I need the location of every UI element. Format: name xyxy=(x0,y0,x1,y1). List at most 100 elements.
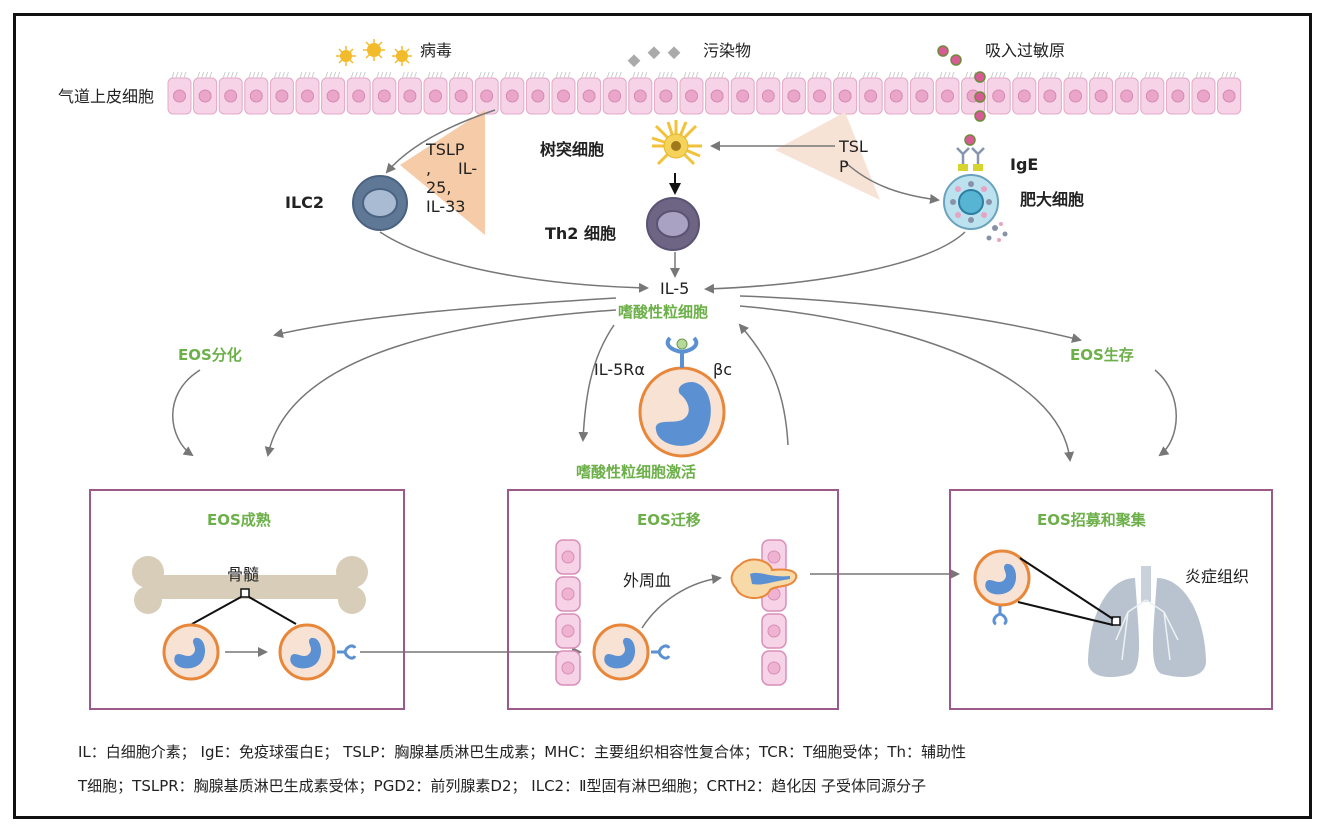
epithelial-cell xyxy=(1191,71,1216,115)
eosinophil-label: 嗜酸性粒细胞 xyxy=(618,303,709,321)
epithelial-cell xyxy=(500,71,525,115)
arrow-tslp-to-mast xyxy=(844,161,940,204)
epithelial-cell xyxy=(525,71,550,115)
il5-receptor-icon xyxy=(665,336,699,368)
epithelial-cell xyxy=(756,71,781,115)
epithelial-cell xyxy=(1012,71,1037,115)
tslp-wedge-left xyxy=(400,110,485,235)
th2-cell-label: Th2 细胞 xyxy=(545,224,617,243)
mast-cell-label: 肥大细胞 xyxy=(1020,190,1085,209)
tslp-left-line-1: TSLP xyxy=(426,140,465,159)
beta-c-label: βc xyxy=(713,360,733,379)
tslp-right-line-1: TSL xyxy=(839,137,868,156)
eosinophil-center-icon xyxy=(638,366,726,458)
bone-marrow-label: 骨髓 xyxy=(227,565,260,584)
epithelial-cell xyxy=(1165,71,1190,115)
epithelial-cell xyxy=(653,71,678,115)
epithelial-cell xyxy=(577,71,602,115)
eos-survival-label: EOS生存 xyxy=(1070,346,1134,364)
epithelial-cell xyxy=(884,71,909,115)
epithelial-cell xyxy=(321,71,346,115)
epithelial-cell xyxy=(449,71,474,115)
tslp-right-line-2: P xyxy=(839,157,849,176)
pollutant-icon xyxy=(627,46,681,68)
dendritic-cell-icon xyxy=(651,120,702,166)
tslp-left-line-2b: IL- xyxy=(458,159,478,178)
epithelial-cell xyxy=(218,71,243,115)
trigger-pollutant-label: 污染物 xyxy=(703,41,752,60)
epithelial-cell xyxy=(372,71,397,115)
epithelial-cell xyxy=(193,71,218,115)
legend-line-1: IL：白细胞介素； IgE：免疫球蛋白E； TSLP：胸腺基质淋巴生成素；MHC… xyxy=(78,743,967,761)
arrow-extravasation xyxy=(641,574,722,629)
epithelial-cell xyxy=(1037,71,1062,115)
ige-label: IgE xyxy=(1010,155,1039,174)
epithelial-cell xyxy=(628,71,653,115)
epithelial-cell xyxy=(858,71,883,115)
marrow-zoom-marker xyxy=(240,588,250,598)
tissue-zoom-lines xyxy=(1017,557,1114,626)
tslp-left-line-4: IL-33 xyxy=(426,197,466,216)
box-title: EOS成熟 xyxy=(207,511,271,529)
box-eos-recruitment: EOS招募和聚集 炎症组织 xyxy=(949,489,1273,710)
virus-icon xyxy=(336,39,412,66)
airway-epithelium xyxy=(167,71,1242,115)
epithelial-cell xyxy=(397,71,422,115)
trigger-allergen-label: 吸入过敏原 xyxy=(985,41,1066,60)
mast-cell-icon xyxy=(943,174,1008,242)
dendritic-cell-label: 树突细胞 xyxy=(540,140,605,159)
arrow-to-activation xyxy=(578,324,615,442)
arrow-differentiation-to-maturation xyxy=(172,369,201,457)
allergen-icon xyxy=(937,45,986,122)
lungs-icon xyxy=(1087,566,1207,678)
epithelial-cell xyxy=(602,71,627,115)
epithelial-cell xyxy=(1089,71,1114,115)
tslp-wedge-right xyxy=(775,112,880,200)
epithelial-cell xyxy=(705,71,730,115)
epithelial-cell xyxy=(167,71,192,115)
epithelial-cell xyxy=(833,71,858,115)
arrow-to-recruitment xyxy=(739,305,1075,462)
zoom-lines xyxy=(191,596,297,625)
arrow-tslp-to-ilc2 xyxy=(385,109,496,174)
transmigrating-eos-icon xyxy=(730,558,798,599)
epithelial-cell xyxy=(935,71,960,115)
eosinophil-activation-label: 嗜酸性粒细胞激活 xyxy=(576,463,697,481)
epithelial-cell xyxy=(730,71,755,115)
peripheral-blood-label: 外周血 xyxy=(623,571,672,590)
epithelial-cell xyxy=(1217,71,1242,115)
trigger-virus-label: 病毒 xyxy=(420,41,453,60)
box-title: EOS迁移 xyxy=(637,511,701,529)
arrow-to-differentiation xyxy=(273,297,617,339)
epithelial-cell xyxy=(1140,71,1165,115)
epithelial-cell xyxy=(1114,71,1139,115)
arrow-ilc2-to-il5 xyxy=(379,231,649,293)
arrow-activation-feedback xyxy=(738,323,789,446)
epithelial-cell xyxy=(986,71,1011,115)
tslp-left-line-3: 25, xyxy=(426,178,452,197)
box-eos-maturation: EOS成熟 骨髓 xyxy=(89,489,405,710)
il5-label: IL-5 xyxy=(660,279,690,298)
tslp-left-label: TSLP ,IL- 25, IL-33 xyxy=(426,140,477,216)
eos-differentiation-label: EOS分化 xyxy=(178,346,242,364)
ige-receptor-icon xyxy=(956,134,985,171)
ilc2-cell-icon xyxy=(352,175,408,231)
epithelial-cell xyxy=(346,71,371,115)
tissue-zoom-marker xyxy=(1111,616,1121,626)
epithelial-cell xyxy=(551,71,576,115)
arrow-to-survival xyxy=(739,295,1082,343)
il5r-alpha-label: IL-5Rα xyxy=(594,360,645,379)
epithelial-cell xyxy=(909,71,934,115)
epithelial-cell xyxy=(679,71,704,115)
tslp-right-label: TSL P xyxy=(839,137,868,177)
arrow-mast-to-il5 xyxy=(704,231,966,294)
inflamed-tissue-label: 炎症组织 xyxy=(1185,567,1250,586)
epithelial-cell xyxy=(1063,71,1088,115)
legend-line-2: T细胞；TSLPR：胸腺基质淋巴生成素受体；PGD2：前列腺素D2； ILC2：… xyxy=(78,777,927,795)
epithelial-cell xyxy=(781,71,806,115)
arrow-survival-to-recruitment xyxy=(1154,369,1177,457)
arrow-to-maturation xyxy=(264,309,617,457)
epithelial-cell xyxy=(244,71,269,115)
bone-icon xyxy=(132,556,368,614)
